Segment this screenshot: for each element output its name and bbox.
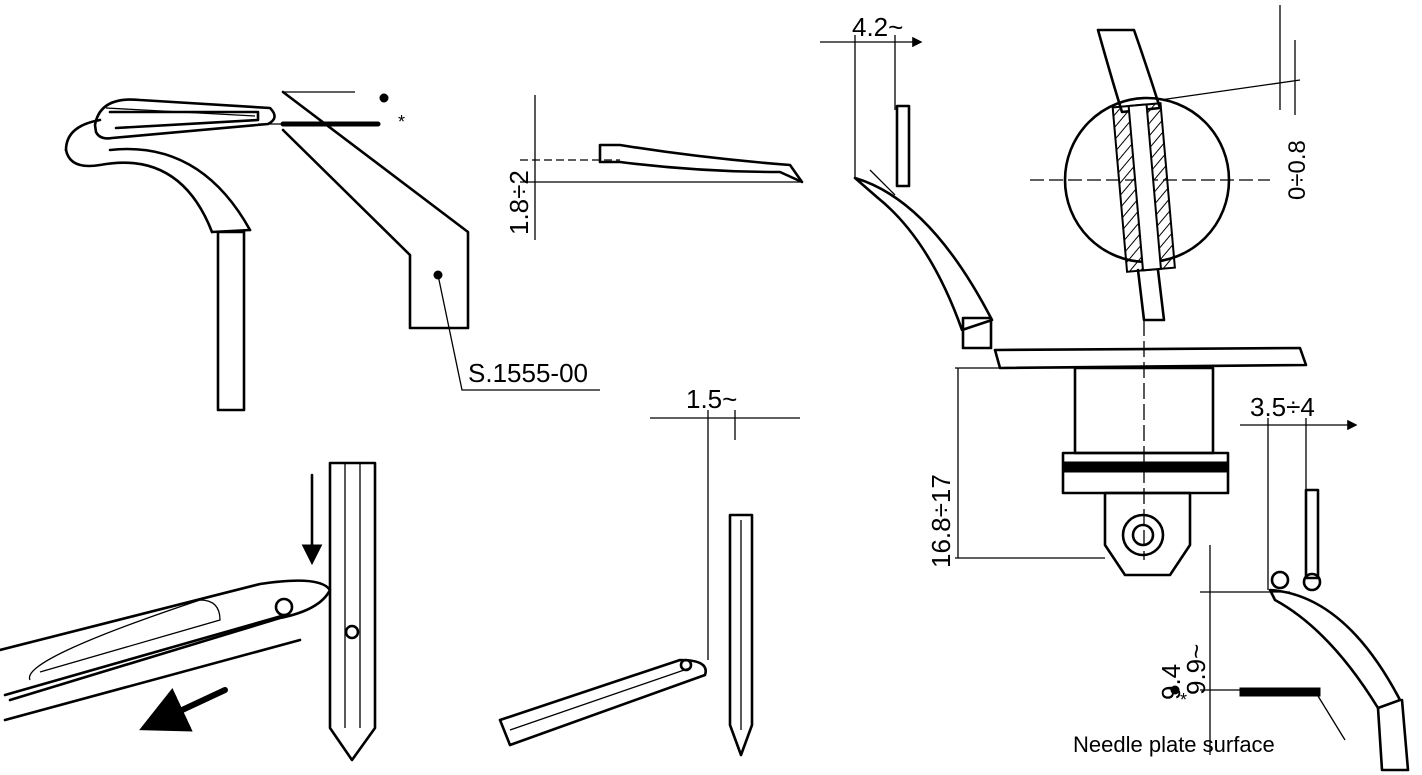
dot-marker-bottom: [1170, 685, 1180, 695]
looper-spacing-right-detail: 3.5÷4: [1240, 392, 1410, 772]
looper-height-star-dim: 9.9~: [1181, 644, 1211, 695]
looper-tip-height-detail: 1.8÷2: [504, 95, 804, 240]
looper-side-view: [64, 98, 276, 412]
dot-marker: [379, 93, 389, 103]
needle-clearance-detail: 1.5~: [498, 384, 800, 757]
looper-spacing-top-detail: 4.2~: [820, 12, 994, 350]
needle-plate-surface-label: Needle plate surface: [1073, 732, 1275, 757]
needle-looper-engagement: [0, 461, 377, 762]
looper-height-detail: 9.9~ 9.4 * Needle plate surface: [1073, 545, 1346, 757]
looper-height-dot-dim: 9.4: [1156, 664, 1186, 700]
pull-arrow-icon: [139, 687, 228, 732]
needle-plate-assembly: 16.8÷17: [926, 346, 1308, 577]
gauge-clearance-dim: 0÷0.8: [1284, 140, 1311, 200]
part-number-leader: [437, 274, 600, 391]
looper-tip-height-dim: 1.8÷2: [504, 170, 534, 235]
star-marker-bottom: *: [1180, 690, 1187, 710]
part-number-label: S.1555-00: [468, 358, 588, 388]
looper-spacing-top-dim: 4.2~: [852, 12, 903, 42]
looper-spacing-right-dim: 3.5÷4: [1250, 392, 1315, 422]
needle-bar-outline: * S.1555-00: [258, 90, 600, 391]
needle-clearance-dim: 1.5~: [686, 384, 737, 414]
needle-gauge-section: 0÷0.8: [1030, 5, 1311, 560]
star-marker: *: [398, 112, 405, 132]
needle-bar-height-dim: 16.8÷17: [926, 474, 956, 568]
